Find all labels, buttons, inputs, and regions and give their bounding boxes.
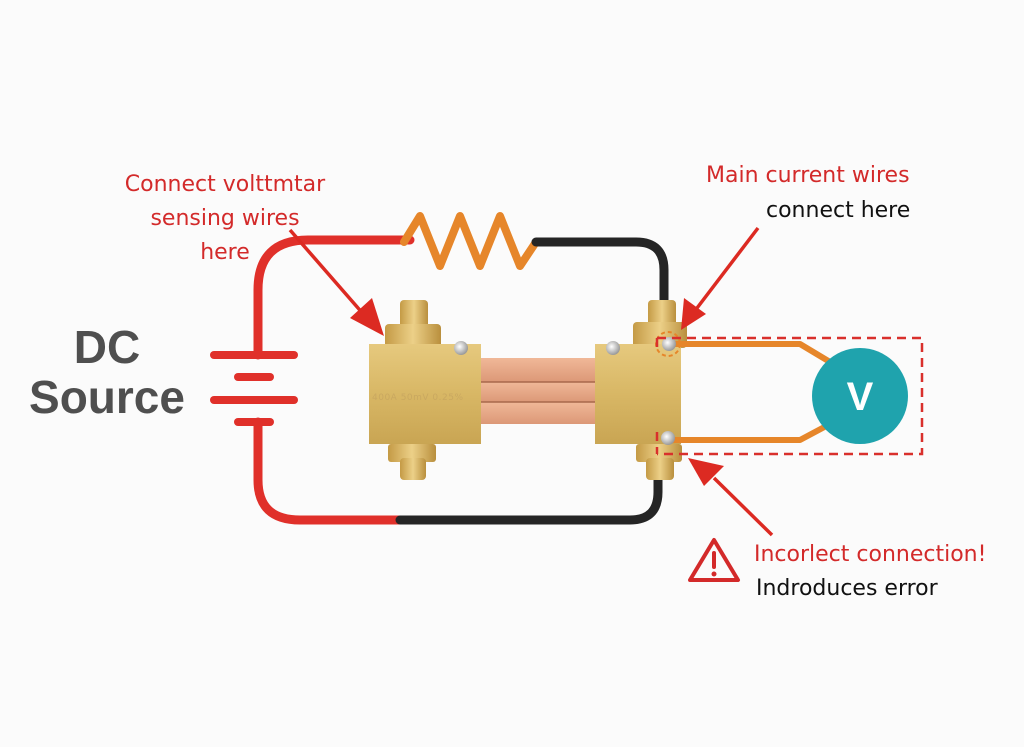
left-top-nut xyxy=(385,324,441,348)
voltmeter-symbol: V xyxy=(846,375,874,419)
arrow-sensing xyxy=(288,228,384,336)
copper-bar-3 xyxy=(481,402,595,424)
load-resistor xyxy=(400,212,540,270)
right-bottom-nut xyxy=(636,444,682,462)
right-terminal-block xyxy=(595,344,681,444)
shunt-resistor xyxy=(369,300,687,480)
sensing-line-3: here xyxy=(200,240,250,265)
voltmeter xyxy=(812,348,908,444)
copper-bar-1 xyxy=(481,358,595,382)
right-screw xyxy=(606,341,620,355)
positive-wire-bottom xyxy=(253,417,405,525)
sense-wire-bottom xyxy=(665,421,833,443)
dc-source-line-2: Source xyxy=(29,371,185,423)
dc-source-line-1: DC xyxy=(73,321,141,373)
shunt-rating-marking: 400A 50mV 0.25% xyxy=(372,393,464,403)
sensing-line-1: Connect volttmtar xyxy=(124,172,326,197)
sense-screw-bottom xyxy=(661,431,675,445)
main-current-annotation-line-2: connect here xyxy=(766,198,911,223)
negative-wire-bottom xyxy=(395,465,663,525)
positive-wire-top xyxy=(253,235,415,360)
main-current-annotation-line-1: Main current wires xyxy=(706,163,910,188)
sense-dashed-box xyxy=(655,336,924,456)
negative-wire-top xyxy=(531,237,669,307)
copper-bar-2 xyxy=(481,382,595,402)
left-bottom-nut xyxy=(388,444,436,462)
warning-triangle-icon xyxy=(688,538,740,582)
dc-source-label: DC Source xyxy=(18,322,196,422)
sense-wire-top xyxy=(669,341,833,365)
sensing-annotation: Connect volttmtar sensing wires here xyxy=(80,168,370,270)
arrow-incorrect xyxy=(688,458,774,537)
left-bottom-bolt-thread xyxy=(400,458,426,480)
left-top-bolt-thread xyxy=(400,300,428,328)
right-bottom-bolt-thread xyxy=(646,458,674,480)
right-top-bolt-thread xyxy=(648,300,676,326)
left-screw xyxy=(454,341,468,355)
sense-screw-top xyxy=(662,337,676,351)
incorrect-connection-note: Indroduces error xyxy=(756,576,938,601)
sensing-line-2: sensing wires xyxy=(150,206,300,231)
arrow-main-current xyxy=(681,226,760,330)
incorrect-connection-warning: Incorlect connection! xyxy=(754,542,987,567)
battery-symbol xyxy=(210,351,298,426)
left-terminal-block xyxy=(369,344,481,444)
